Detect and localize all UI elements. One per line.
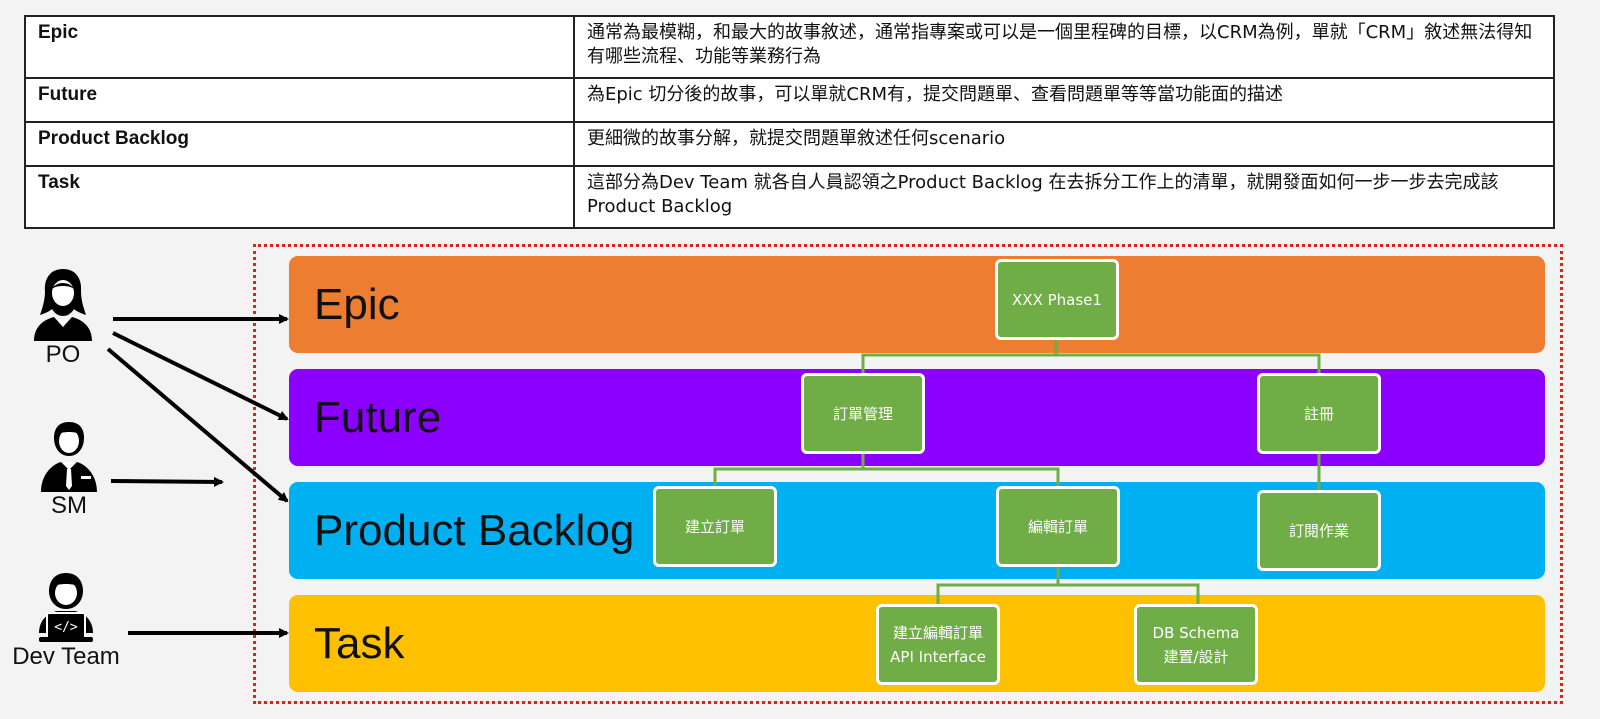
task-band-label: Task <box>314 618 405 668</box>
term-cell: Epic <box>24 15 575 79</box>
role-po: PO <box>22 265 104 369</box>
female-person-icon <box>34 269 92 341</box>
epic-band: Epic <box>289 256 1545 353</box>
table-row: Future 為Epic 切分後的故事，可以單就CRM有，提交問題單、查看問題單… <box>24 77 1555 123</box>
future-band-label: Future <box>314 392 442 442</box>
role-dev-team-label: Dev Team <box>12 643 120 670</box>
table-row: Product Backlog 更細微的故事分解，就提交問題單敘述任何scena… <box>24 121 1555 167</box>
role-po-label: PO <box>45 341 81 368</box>
role-dev-team: </> Dev Team <box>2 571 130 671</box>
node-edit-order: 編輯訂單 <box>996 486 1120 567</box>
table-row: Epic 通常為最模糊，和最大的故事敘述，通常指專案或可以是一個里程碑的目標，以… <box>24 15 1555 79</box>
term-cell: Product Backlog <box>24 121 575 167</box>
node-phase1: XXX Phase1 <box>995 259 1119 340</box>
epic-band-label: Epic <box>314 279 400 329</box>
node-order-management: 訂單管理 <box>801 373 925 454</box>
node-api-task: 建立編輯訂單 API Interface <box>876 604 1000 685</box>
node-register: 註冊 <box>1257 373 1381 454</box>
arrow-sm-backlog <box>110 476 224 487</box>
node-subscribe: 訂閱作業 <box>1257 490 1381 571</box>
table-row: Task 這部分為Dev Team 就各自人員認領之Product Backlo… <box>24 165 1555 229</box>
product-backlog-band-label: Product Backlog <box>314 505 635 555</box>
male-person-tie-icon <box>41 422 97 492</box>
developer-laptop-icon: </> <box>39 573 93 642</box>
definition-table: Epic 通常為最模糊，和最大的故事敘述，通常指專案或可以是一個里程碑的目標，以… <box>24 15 1555 229</box>
description-cell: 為Epic 切分後的故事，可以單就CRM有，提交問題單、查看問題單等等當功能面的… <box>573 77 1555 123</box>
term-cell: Future <box>24 77 575 123</box>
node-create-order: 建立訂單 <box>653 486 777 567</box>
term-cell: Task <box>24 165 575 229</box>
svg-text:</>: </> <box>54 620 78 635</box>
role-sm-label: SM <box>51 492 87 519</box>
description-cell: 更細微的故事分解，就提交問題單敘述任何scenario <box>573 121 1555 167</box>
role-sm: SM <box>30 418 108 520</box>
node-db-task: DB Schema 建置/設計 <box>1134 604 1258 685</box>
description-cell: 通常為最模糊，和最大的故事敘述，通常指專案或可以是一個里程碑的目標，以CRM為例… <box>573 15 1555 79</box>
description-cell: 這部分為Dev Team 就各自人員認領之Product Backlog 在去拆… <box>573 165 1555 229</box>
